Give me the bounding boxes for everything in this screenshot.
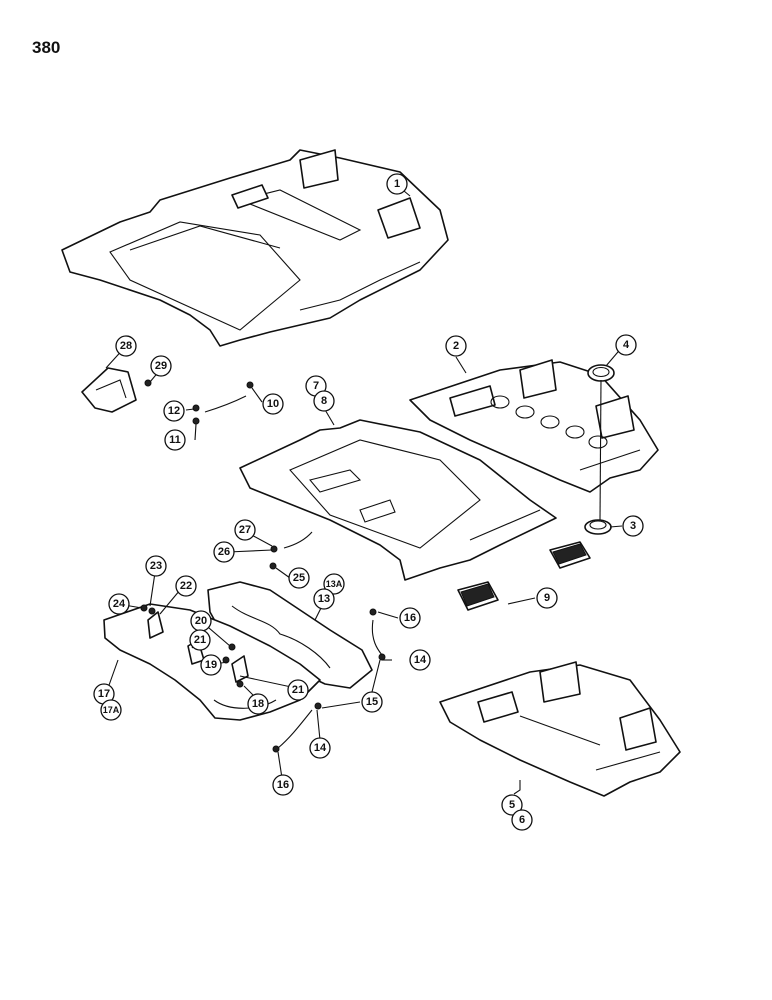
- callout-2-label: 2: [453, 340, 459, 352]
- callout-21a-label: 21: [194, 634, 206, 646]
- callout-11: 11: [164, 429, 186, 451]
- callout-24: 24: [108, 593, 130, 615]
- floor-mat-part-5-6: [439, 661, 681, 797]
- floor-mat-part-1: [61, 149, 449, 347]
- clamp-part-22: [147, 611, 164, 639]
- callout-14a-label: 14: [414, 654, 427, 666]
- callout-21b-label: 21: [292, 684, 304, 696]
- callout-16a-label: 16: [404, 612, 416, 624]
- callout-29: 29: [150, 355, 172, 377]
- callout-19: 19: [200, 654, 222, 676]
- callout-5-label: 5: [509, 799, 515, 811]
- grommet-part-3: [584, 519, 612, 535]
- callout-14a: 14: [409, 649, 431, 671]
- grommet-part-4: [587, 364, 615, 382]
- fastener-set: [140, 379, 386, 753]
- callout-13a-label: 13A: [326, 579, 343, 589]
- callout-27: 27: [234, 519, 256, 541]
- callout-3: 3: [622, 515, 644, 537]
- bracket-part-28: [81, 367, 137, 413]
- callout-23: 23: [145, 555, 167, 577]
- callout-28: 28: [115, 335, 137, 357]
- callout-10-label: 10: [267, 398, 279, 410]
- floor-mat-part-2: [409, 359, 659, 493]
- callout-12: 12: [163, 400, 185, 422]
- pedal-part-9: [457, 541, 591, 611]
- callout-16b-label: 16: [277, 779, 289, 791]
- callout-20-label: 20: [195, 615, 207, 627]
- callout-8-label: 8: [321, 395, 327, 407]
- callout-16a: 16: [399, 607, 421, 629]
- callout-1: 1: [386, 173, 408, 195]
- callout-22: 22: [175, 575, 197, 597]
- callout-21b: 21: [287, 679, 309, 701]
- callout-9-label: 9: [544, 592, 550, 604]
- callout-14b-label: 14: [314, 742, 327, 754]
- callout-23-label: 23: [150, 560, 162, 572]
- clamp-part-21b: [231, 655, 249, 683]
- callout-15: 15: [361, 691, 383, 713]
- callout-10: 10: [262, 393, 284, 415]
- callout-4: 4: [615, 334, 637, 356]
- callout-29-label: 29: [155, 360, 167, 372]
- callout-7-8: 78: [305, 375, 335, 412]
- callout-25: 25: [288, 567, 310, 589]
- callout-17a-label: 17A: [103, 705, 120, 715]
- callout-9: 9: [536, 587, 558, 609]
- callout-6-label: 6: [519, 814, 525, 826]
- callout-26: 26: [213, 541, 235, 563]
- callout-19-label: 19: [205, 659, 217, 671]
- callout-25-label: 25: [293, 572, 305, 584]
- callout-28-label: 28: [120, 340, 132, 352]
- callout-7-label: 7: [313, 380, 319, 392]
- callout-17-label: 17: [98, 688, 110, 700]
- callout-27-label: 27: [239, 524, 251, 536]
- callout-18-label: 18: [252, 698, 264, 710]
- callout-24-label: 24: [113, 598, 126, 610]
- callout-26-label: 26: [218, 546, 230, 558]
- floor-mat-part-7-8: [239, 419, 557, 581]
- callout-17-17a: 17 17A: [93, 683, 122, 721]
- callout-13-label: 13: [318, 593, 330, 605]
- callout-15-label: 15: [366, 696, 378, 708]
- callout-14b: 14: [309, 737, 331, 759]
- callout-16b: 16: [272, 774, 294, 796]
- callout-11-label: 11: [169, 434, 181, 446]
- callout-12-label: 12: [168, 405, 180, 417]
- page-number: 380: [32, 38, 61, 57]
- callout-4-label: 4: [623, 339, 630, 351]
- callout-21a: 21: [189, 629, 211, 651]
- callout-18: 18: [247, 693, 269, 715]
- callout-3-label: 3: [630, 520, 636, 532]
- callout-1-label: 1: [394, 178, 400, 190]
- callout-2: 2: [445, 335, 467, 357]
- callout-5-6: 56: [501, 794, 533, 831]
- callout-22-label: 22: [180, 580, 192, 592]
- callout-20: 20: [190, 610, 212, 632]
